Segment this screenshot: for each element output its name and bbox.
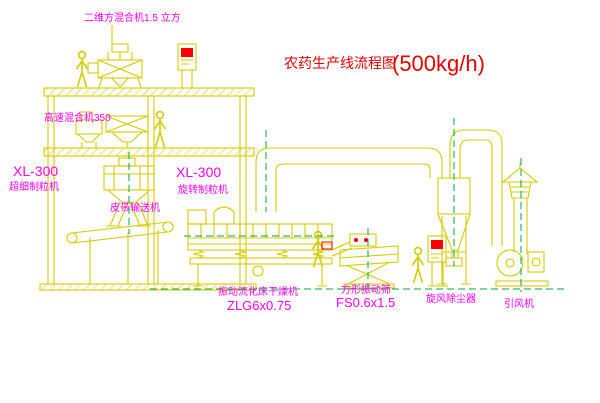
worker-figure-icon [411, 246, 425, 284]
induced-draft-fan [495, 163, 549, 287]
alert-markers [181, 48, 443, 249]
label-fan: 引风机 [504, 297, 534, 310]
centerlines [128, 118, 566, 292]
label-granulator-left-model: XL-300 [13, 163, 58, 179]
worker-figure-icon [153, 110, 167, 148]
label-cyclone: 旋风除尘器 [426, 292, 476, 305]
label-high-speed-mixer: 高速混合机350 [44, 111, 111, 124]
control-cabinet-lower [427, 235, 448, 287]
building-structure [39, 87, 257, 291]
label-screen-model: FS0.6x1.5 [336, 295, 395, 310]
cone-mixer [105, 115, 149, 148]
label-dryer-model: ZLG6x0.75 [227, 298, 291, 313]
control-cabinet-upper [177, 43, 197, 88]
title-capacity: (500kg/h) [392, 51, 485, 76]
square-mixer [87, 43, 143, 89]
label-screen: 方形振动筛 [341, 283, 391, 296]
belt-conveyor [66, 221, 174, 285]
label-square-mixer: 二维方混合机1.5 立方 [84, 11, 181, 24]
equipment-label-group: 二维方混合机1.5 立方 高速混合机350 XL-300 超细制粒机 XL-30… [9, 11, 534, 313]
label-dryer: 振动流化床干燥机 [218, 285, 298, 298]
label-granulator-right-name: 旋转制粒机 [178, 183, 228, 196]
vibrating-screen [339, 233, 399, 289]
diagram-title: 农药生产线流程图 (500kg/h) [284, 51, 485, 76]
label-granulator-left-name: 超细制粒机 [9, 180, 59, 193]
dryer-discharge-marker [321, 241, 333, 250]
title-text: 农药生产线流程图 [284, 55, 396, 71]
fluid-bed-dryer [187, 147, 443, 287]
label-granulator-right-model: XL-300 [176, 164, 221, 180]
cyclone-dust-collector [437, 129, 503, 285]
high-speed-mixer [75, 111, 103, 148]
label-belt-conveyor: 皮带输送机 [110, 201, 160, 214]
worker-figure-icon [75, 50, 89, 88]
